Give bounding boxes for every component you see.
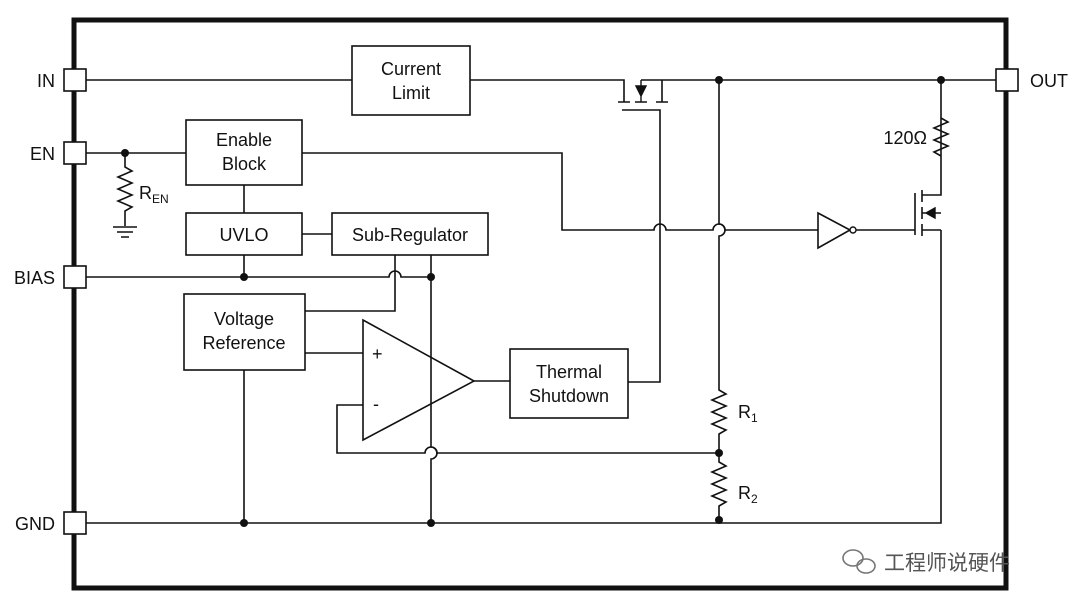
- chip-outline: [71, 17, 1009, 591]
- voltage-reference-label-1: Voltage: [214, 309, 274, 329]
- pulldown-resistor-label: 120Ω: [884, 128, 928, 148]
- opamp-minus-label: -: [373, 394, 379, 414]
- thermal-shutdown-label-1: Thermal: [536, 362, 602, 382]
- pin-en: [63, 141, 87, 165]
- sub-regulator-label: Sub-Regulator: [352, 225, 468, 245]
- sub-regulator-block: Sub-Regulator: [331, 212, 489, 256]
- pin-gnd-label: GND: [15, 514, 55, 534]
- current-limit-block: Current Limit: [351, 45, 471, 116]
- watermark: 工程师说硬件: [842, 549, 1010, 575]
- pin-in-label: IN: [37, 71, 55, 91]
- enable-block-label-1: Enable: [216, 130, 272, 150]
- pin-out-label: OUT: [1030, 71, 1068, 91]
- junction-dots: [121, 76, 945, 527]
- uvlo-label: UVLO: [219, 225, 268, 245]
- opamp-plus-label: +: [372, 344, 383, 364]
- uvlo-block: UVLO: [185, 212, 303, 256]
- enable-block-label-2: Block: [222, 154, 267, 174]
- pmos-pass-transistor: [618, 101, 668, 383]
- r2-label: R2: [738, 483, 758, 506]
- enable-block: Enable Block: [185, 119, 303, 186]
- pin-en-label: EN: [30, 144, 55, 164]
- pin-bias-label: BIAS: [14, 268, 55, 288]
- watermark-text: 工程师说硬件: [884, 551, 1010, 575]
- wires: [86, 79, 1000, 524]
- pin-gnd: [63, 511, 87, 535]
- r-en-label: REN: [139, 183, 169, 206]
- thermal-shutdown-label-2: Shutdown: [529, 386, 609, 406]
- r1-label: R1: [738, 402, 758, 425]
- voltage-reference-label-2: Reference: [202, 333, 285, 353]
- wechat-icon: [842, 549, 876, 574]
- voltage-reference-block: Voltage Reference: [183, 293, 306, 371]
- thermal-shutdown-block: Thermal Shutdown: [509, 348, 629, 419]
- pin-out: [995, 68, 1019, 92]
- pin-bias: [63, 265, 87, 289]
- current-limit-label-1: Current: [381, 59, 441, 79]
- current-limit-label-2: Limit: [392, 83, 430, 103]
- pin-in: [63, 68, 87, 92]
- inverter: [817, 211, 852, 250]
- pins: IN EN BIAS GND OUT: [14, 68, 1068, 535]
- error-amplifier: [362, 318, 476, 442]
